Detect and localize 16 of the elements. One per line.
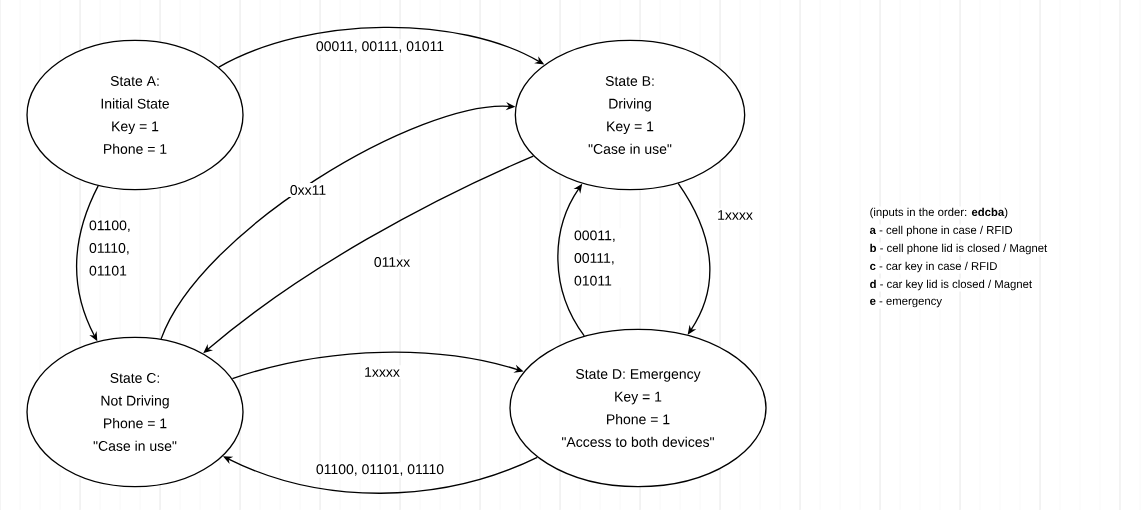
arrow bbox=[677, 182, 711, 335]
edge-label: 1xxxx bbox=[715, 208, 755, 222]
note-text: a - cell phone in case / RFID bbox=[868, 224, 1014, 238]
arrow bbox=[223, 456, 538, 494]
note-text: b - cell phone lid is closed / Magnet bbox=[868, 242, 1049, 256]
edge-label: 01100, 01110, 01101 bbox=[87, 218, 139, 278]
note-text: c - car key in case / RFID bbox=[868, 260, 999, 274]
edge-label: 011xx bbox=[371, 255, 413, 269]
note-text: e - emergency bbox=[868, 297, 944, 309]
note-text: d - car key lid is closed / Magnet bbox=[868, 278, 1034, 292]
edge-label: 1xxxx bbox=[362, 365, 402, 379]
note-text: (inputs in the order: edcba) bbox=[868, 206, 1010, 220]
edge-label: 00011, 00111, 01011 bbox=[572, 228, 624, 288]
edge-label: 01100, 01101, 01110 bbox=[313, 462, 447, 478]
edge-label: 0xx11 bbox=[287, 183, 329, 197]
edge-label: 00011, 00111, 01011 bbox=[313, 39, 447, 55]
